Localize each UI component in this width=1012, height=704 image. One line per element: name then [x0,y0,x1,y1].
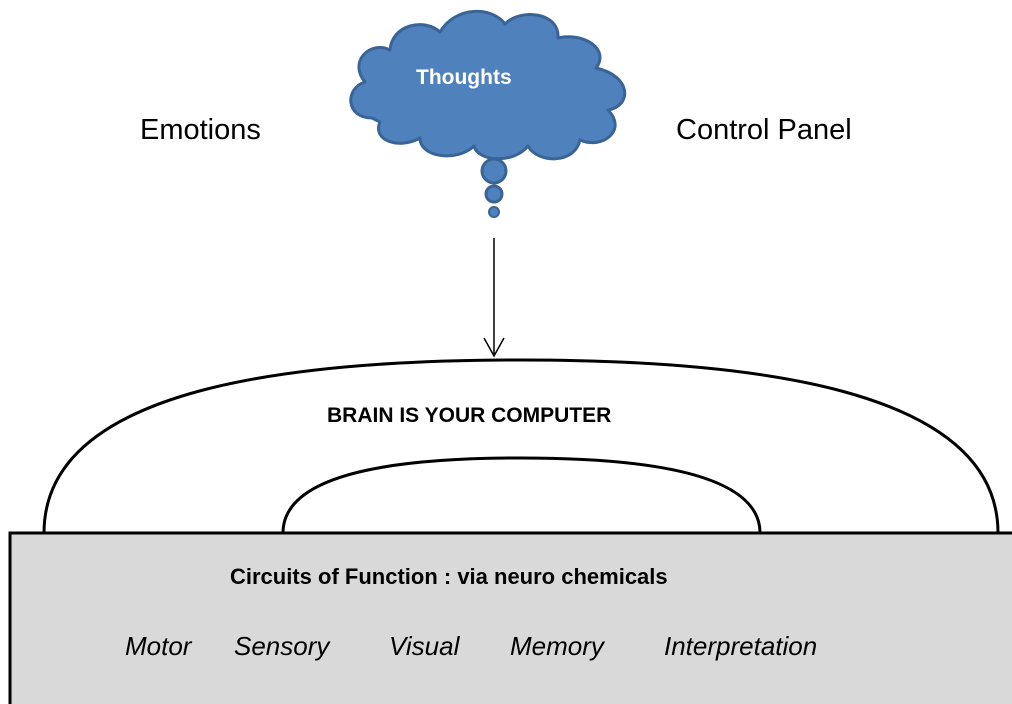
function-sensory: Sensory [234,631,330,661]
arrow-down [483,238,505,358]
thought-bubble-large [480,157,508,185]
brain-inner-arch [281,456,762,534]
function-visual: Visual [389,631,460,661]
cloud-shape [349,10,627,161]
function-memory: Memory [510,631,604,661]
thought-cloud [349,10,627,218]
cloud-label: Thoughts [416,66,512,89]
brain-title: BRAIN IS YOUR COMPUTER [327,404,612,427]
brain-outer-arch [42,358,1000,534]
emotions-label: Emotions [140,114,261,146]
circuits-box [8,531,1012,704]
function-motor: Motor [125,631,192,661]
control-panel-label: Control Panel [676,114,852,146]
thought-bubble-medium [484,184,504,204]
circuits-title: Circuits of Function : via neuro chemica… [230,564,668,589]
function-interpretation: Interpretation [664,631,818,661]
thought-bubble-small [488,206,500,218]
